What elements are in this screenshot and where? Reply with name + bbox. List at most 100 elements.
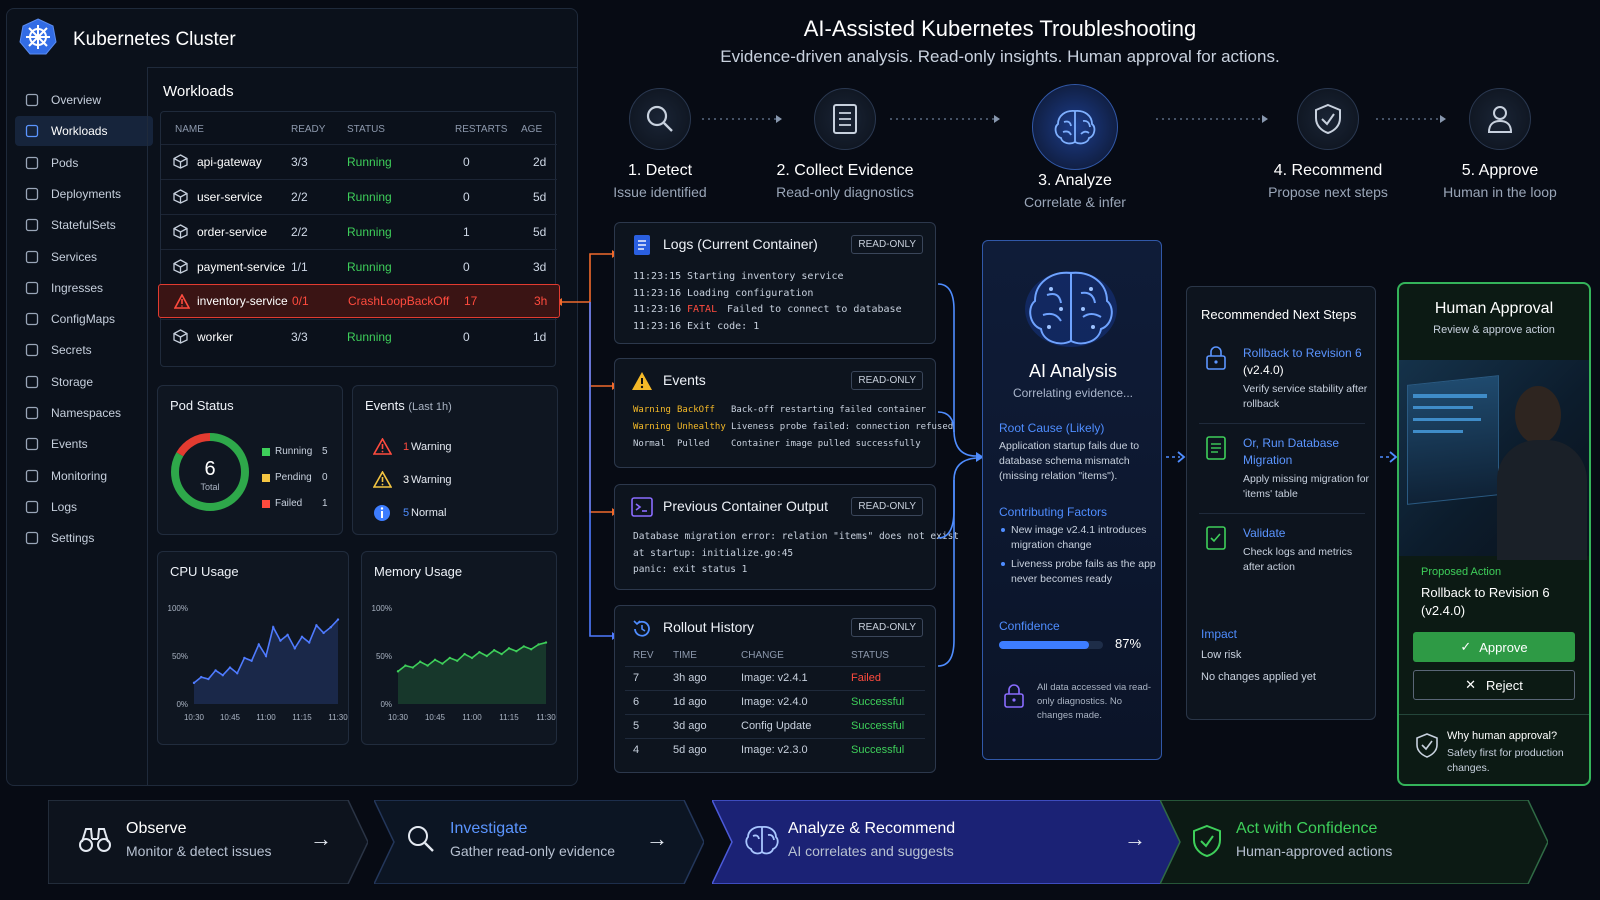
log-message: Failed to connect to database <box>727 304 902 315</box>
sidebar-item-monitoring[interactable]: Monitoring <box>15 461 153 491</box>
data-point <box>257 643 260 646</box>
event-reason: Unhealthy <box>677 422 726 432</box>
workload-name[interactable]: api-gateway <box>197 154 262 169</box>
legend-label: Failed <box>275 498 303 509</box>
workload-name[interactable]: worker <box>197 329 234 344</box>
impact-line-2: No changes applied yet <box>1201 671 1316 683</box>
sidebar-item-label: Storage <box>51 374 94 389</box>
reject-button[interactable]: ✕Reject <box>1413 670 1575 700</box>
workload-name[interactable]: payment-service <box>197 259 286 274</box>
legend-value: 0 <box>322 472 328 483</box>
sidebar-item-logs[interactable]: Logs <box>15 492 153 522</box>
workload-name[interactable]: inventory-service <box>197 294 288 308</box>
sidebar-item-overview[interactable]: Overview <box>15 85 153 115</box>
workload-age: 5d <box>533 189 547 204</box>
confidence-bar-fill <box>999 641 1090 649</box>
workload-restarts: 1 <box>463 224 470 239</box>
events-summary-title: Events <box>365 398 405 413</box>
events-read-only-badge: READ-ONLY <box>851 371 923 390</box>
confidence-title: Confidence <box>999 619 1060 633</box>
x-tick-label: 11:15 <box>292 713 312 722</box>
sidebar-item-secrets[interactable]: Secrets <box>15 335 153 365</box>
workload-ready: 0/1 <box>292 294 309 308</box>
flow-stage-title: Analyze & Recommend <box>788 820 956 837</box>
recommend-item-desc: Check logs and metrics after action <box>1243 546 1353 573</box>
sidebar-item-deployments[interactable]: Deployments <box>15 179 153 209</box>
shield-check-icon <box>1297 88 1359 150</box>
events-summary-suffix: (Last 1h) <box>408 401 452 413</box>
rollout-change: Image: v2.3.0 <box>741 744 808 756</box>
sidebar-item-namespaces[interactable]: Namespaces <box>15 398 153 428</box>
sidebar-item-events[interactable]: Events <box>15 429 153 459</box>
data-point <box>426 664 429 667</box>
previous-output-title: Previous Container Output <box>663 498 828 514</box>
previous-output-card[interactable]: Previous Container Output READ-ONLY Data… <box>614 484 959 590</box>
data-point <box>500 652 503 656</box>
data-point <box>507 647 511 650</box>
y-tick-label: 100% <box>168 604 188 613</box>
service-icon <box>25 250 39 264</box>
y-tick-label: 0% <box>176 700 188 709</box>
x-tick-label: 10:30 <box>388 713 409 722</box>
divider <box>1199 423 1365 424</box>
sidebar-item-settings[interactable]: Settings <box>15 523 153 553</box>
confidence-bar <box>999 641 1103 649</box>
lock-icon <box>25 343 39 357</box>
legend-value: 5 <box>322 446 328 457</box>
workload-restarts: 0 <box>463 154 470 169</box>
rollout-header-rev: REV <box>633 650 654 661</box>
sidebar-item-workloads[interactable]: Workloads <box>15 116 153 147</box>
workload-name[interactable]: user-service <box>197 189 263 204</box>
data-point <box>522 645 525 648</box>
series-area <box>398 642 546 704</box>
column-header-status: STATUS <box>347 124 385 135</box>
sidebar-item-pods[interactable]: Pods <box>15 148 153 178</box>
sidebar-item-ingresses[interactable]: Ingresses <box>15 273 153 303</box>
rollout-time: 3h ago <box>673 672 707 684</box>
warning-icon <box>173 293 191 312</box>
column-header-ready: READY <box>291 124 326 135</box>
rollout-rev: 5 <box>633 720 640 732</box>
workload-restarts: 0 <box>463 189 470 204</box>
workload-name[interactable]: order-service <box>197 224 268 239</box>
rollout-status: Failed <box>851 672 881 684</box>
rollout-time: 3d ago <box>673 720 707 732</box>
data-point <box>308 641 311 644</box>
search-icon <box>629 88 691 150</box>
recommend-item-title: Or, Run Database <box>1243 436 1340 450</box>
ai-analysis-panel: AI Analysis Correlating evidence... Root… <box>982 240 1162 760</box>
data-point <box>207 677 210 681</box>
sidebar-item-services[interactable]: Services <box>15 242 153 272</box>
recommend-item[interactable]: Rollback to Revision 6(v2.4.0)Verify ser… <box>1243 345 1371 412</box>
rollout-time: 5d ago <box>673 744 707 756</box>
data-point <box>470 656 474 660</box>
step-sub: Human in the loop <box>1443 184 1557 200</box>
data-point <box>214 669 217 672</box>
workload-status: Running <box>347 189 392 204</box>
data-point <box>448 656 451 660</box>
sidebar-item-configmaps[interactable]: ConfigMaps <box>15 304 153 334</box>
check-icon: ✓ <box>1460 639 1472 654</box>
sidebar-item-storage[interactable]: Storage <box>15 367 153 397</box>
config-icon <box>25 312 39 326</box>
legend-swatch <box>262 448 270 456</box>
logs-card[interactable]: Logs (Current Container) READ-ONLY 11:23… <box>614 222 936 344</box>
approve-button[interactable]: ✓Approve <box>1413 632 1575 662</box>
workload-age: 3d <box>533 259 547 274</box>
rollout-change: Image: v2.4.1 <box>741 672 808 684</box>
log-time: 11:23:16 <box>633 304 682 315</box>
sidebar-item-statefulsets[interactable]: StatefulSets <box>15 210 153 240</box>
